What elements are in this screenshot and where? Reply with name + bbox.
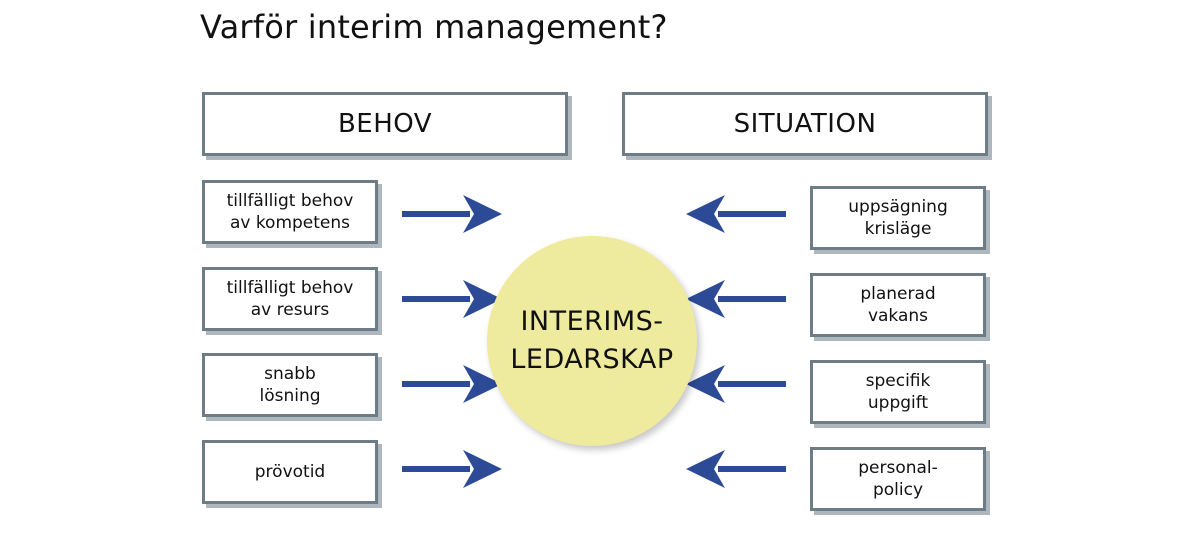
situation-item-label: personal- policy	[858, 458, 938, 500]
header-behov: BEHOV	[202, 92, 568, 156]
page-title: Varför interim management?	[200, 8, 668, 46]
behov-item-kompetens: tillfälligt behov av kompetens	[202, 180, 378, 244]
arrow-right-4	[686, 450, 786, 488]
arrow-right-2	[686, 280, 786, 318]
behov-item-label: snabb lösning	[259, 364, 321, 406]
situation-item-label: specifik uppgift	[865, 371, 931, 413]
behov-item-label: tillfälligt behov av resurs	[226, 278, 354, 320]
arrow-left-4	[402, 450, 502, 488]
center-label: INTERIMS- LEDARSKAP	[510, 306, 674, 375]
situation-item-personalpolicy: personal- policy	[810, 447, 986, 511]
situation-item-label: planerad vakans	[860, 284, 936, 326]
behov-item-label: prövotid	[254, 462, 326, 482]
header-behov-label: BEHOV	[337, 109, 433, 139]
center-circle: INTERIMS- LEDARSKAP	[487, 236, 697, 446]
behov-item-provotid: prövotid	[202, 440, 378, 504]
behov-item-resurs: tillfälligt behov av resurs	[202, 267, 378, 331]
arrow-right-3	[686, 365, 786, 403]
behov-item-label: tillfälligt behov av kompetens	[226, 191, 354, 233]
arrow-left-2	[402, 280, 502, 318]
header-situation: SITUATION	[622, 92, 988, 156]
situation-item-planerad-vakans: planerad vakans	[810, 273, 986, 337]
situation-item-label: uppsägning krisläge	[848, 197, 948, 239]
situation-item-specifik-uppgift: specifik uppgift	[810, 360, 986, 424]
arrow-left-1	[402, 195, 502, 233]
situation-item-uppsagning: uppsägning krisläge	[810, 186, 986, 250]
header-situation-label: SITUATION	[733, 109, 877, 139]
arrow-left-3	[402, 365, 502, 403]
behov-item-snabb-losning: snabb lösning	[202, 353, 378, 417]
arrow-right-1	[686, 195, 786, 233]
